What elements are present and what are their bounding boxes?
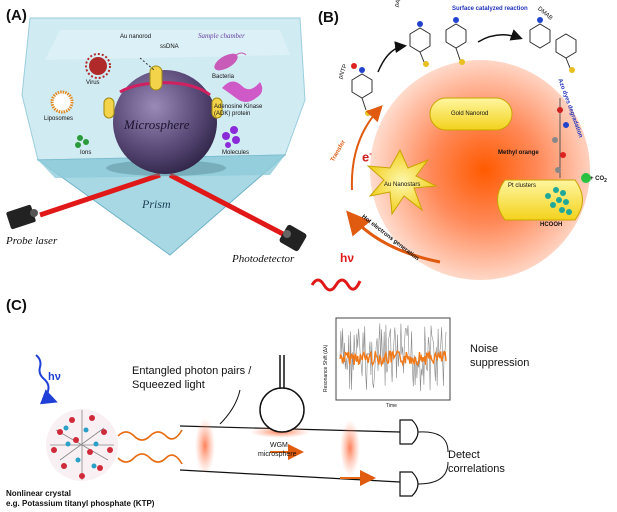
virus-icon: [85, 53, 111, 79]
panel-c-hv-label: hν: [48, 371, 61, 383]
detect-label-line1: Detect: [448, 449, 480, 461]
bacteria-label: Bacteria: [212, 74, 235, 80]
electron-charge: -: [369, 149, 372, 158]
noise-trace-orange: [339, 349, 447, 368]
panel-b-graphic: [310, 17, 591, 292]
entangled-callout: [219, 389, 241, 425]
virus-label: Virus: [86, 80, 100, 86]
electron-label: e-: [362, 149, 372, 165]
molecules-icon: [222, 126, 240, 148]
reaction-arrow-1: [377, 41, 407, 73]
panel-a-graphic: [6, 17, 307, 256]
probe-laser-beam: [39, 172, 161, 218]
molecules-label: Molecules: [222, 150, 250, 156]
reaction-sun: [370, 60, 590, 280]
incoming-photon-wave: [35, 354, 58, 405]
au-nanostar: [366, 148, 438, 216]
gold-nanorod-label: Gold Nanorod: [451, 111, 489, 117]
bacteria-icon: [214, 52, 247, 71]
co2-sub: 2: [604, 178, 607, 185]
upper-photon-wave: [117, 429, 183, 441]
pt-cluster-nanorod: [497, 179, 583, 221]
liposomes-label: Liposomes: [44, 116, 74, 122]
panel-b-hv-label: hν: [340, 251, 355, 265]
patp-molecule: [409, 17, 467, 67]
panel-a-tag: (A): [6, 7, 27, 24]
photodetector-beam: [168, 172, 287, 238]
photodetector-device: [279, 224, 307, 252]
ssdna-strand: [119, 81, 211, 97]
microsphere-label: Microsphere: [124, 117, 190, 132]
adk-protein-icon: [222, 81, 263, 102]
lower-photon-wave: [117, 453, 183, 465]
lower-fiber: [179, 469, 401, 483]
detector-lower: [399, 471, 419, 497]
entangled-label-line1: Entangled photon pairs /: [132, 365, 252, 377]
probe-laser-label: Probe laser: [6, 235, 58, 247]
noise-orange-path: [339, 349, 447, 368]
panel-b-tag: (B): [318, 9, 339, 26]
microsphere: [113, 70, 217, 174]
panel-c-graphic: [35, 317, 451, 497]
correlation-line-lower: [417, 461, 449, 485]
surface-reaction-label: Surface catalyzed reaction: [452, 6, 528, 12]
entangled-label-line2: Squeezed light: [132, 379, 205, 391]
noise-label-line1: Noise: [470, 343, 499, 355]
dmab-molecule: [529, 17, 577, 73]
prism-label: Prism: [142, 197, 171, 211]
hcooh-label: HCOOH: [540, 222, 563, 228]
photodetector-label: Photodetector: [232, 253, 295, 265]
hot-electrons-arrow: [346, 210, 441, 264]
photon-glow-2: [340, 420, 360, 476]
adk-label-line2: (ADK) protein: [214, 111, 251, 117]
inset-x-axis-label: Time: [386, 403, 397, 409]
wgm-label-line2: microsphere: [258, 451, 297, 458]
crystal-label-line2: e.g. Potassium titanyl phosphate (KTP): [6, 499, 155, 508]
nonlinear-crystal: [46, 409, 118, 481]
photon-glow-1: [195, 418, 215, 474]
panel-c-tag: (C): [6, 297, 27, 314]
reaction-arrow-2: [477, 29, 523, 43]
correlation-line-upper: [417, 431, 449, 453]
sample-chamber-top: [45, 30, 290, 60]
au-nanorod-label: Au nanorod: [120, 34, 152, 40]
inset-y-axis-label: Resonance Shift (Δλ): [323, 344, 329, 392]
au-nanorod-left: [103, 97, 115, 119]
gold-nanorod: [429, 97, 513, 131]
au-nanostars-label: Au Nanostars: [384, 182, 421, 188]
au-nanorod: [149, 65, 163, 91]
electron-symbol: e: [362, 149, 370, 165]
transfer-arrow: [350, 105, 383, 191]
detector-upper: [399, 419, 419, 445]
noise-grey-path: [339, 323, 447, 392]
formic-acid-product: [581, 173, 591, 183]
methyl-orange-label: Methyl orange: [498, 150, 539, 156]
noise-label-line2: suppression: [470, 357, 530, 369]
detect-label-line2: correlations: [448, 463, 505, 475]
adk-label-line1: Adenosine Kinase: [214, 104, 263, 110]
wgm-microsphere: [259, 387, 305, 433]
liposome-icon: [50, 90, 74, 114]
ions-label: Ions: [80, 150, 92, 156]
au-nanorod-right: [211, 97, 223, 119]
ssdna-label: ssDNA: [160, 44, 179, 50]
co2-label: + CO2: [590, 176, 607, 184]
pt-clusters-label: Pt clusters: [508, 183, 537, 189]
sample-chamber-label: Sample chamber: [198, 32, 245, 40]
noise-trace-grey: [339, 323, 447, 392]
au-nanorod-dashline: [139, 57, 155, 71]
light-wave-red: [310, 278, 362, 292]
co2-text: + CO: [590, 176, 605, 182]
pntp-molecule: [351, 63, 373, 116]
ions-icon: [75, 135, 89, 148]
methyl-orange-molecule: [552, 98, 569, 178]
probe-laser-device: [6, 204, 38, 230]
wgm-label-line1: WGM: [270, 442, 288, 449]
crystal-label-line1: Nonlinear crystal: [6, 489, 71, 498]
